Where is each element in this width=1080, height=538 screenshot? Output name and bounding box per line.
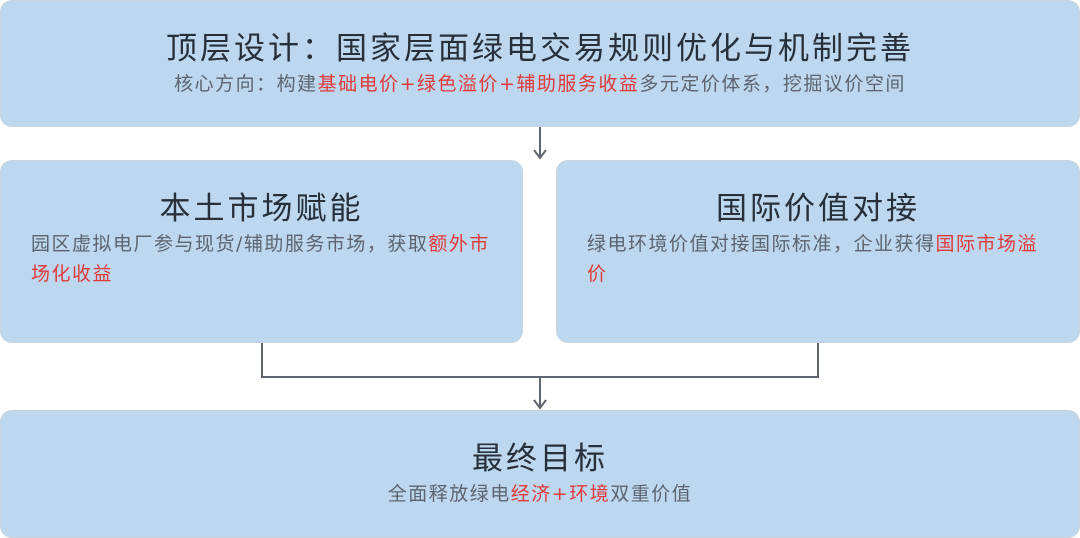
bottom-subtitle: 全面释放绿电经济+环境双重价值 bbox=[1, 479, 1079, 506]
international-value-box: 国际价值对接 绿电环境价值对接国际标准，企业获得国际市场溢价 bbox=[556, 160, 1080, 343]
top-sub-suffix: 多元定价体系，挖掘议价空间 bbox=[639, 73, 906, 95]
left-sub-highlight: 额外市场化收益 bbox=[31, 233, 490, 285]
bottom-sub-prefix: 全面释放绿电 bbox=[387, 483, 511, 505]
right-sub-prefix: 绿电环境价值对接国际标准，企业获得 bbox=[587, 233, 936, 255]
bottom-sub-suffix: 双重价值 bbox=[610, 483, 693, 505]
top-sub-prefix: 核心方向：构建 bbox=[174, 73, 318, 95]
top-level-design-box: 顶层设计：国家层面绿电交易规则优化与机制完善 核心方向：构建基础电价+绿色溢价+… bbox=[0, 0, 1080, 127]
left-sub-prefix: 园区虚拟电厂参与现货/辅助服务市场，获取 bbox=[31, 233, 429, 255]
right-sub-highlight: 国际市场溢价 bbox=[587, 233, 1039, 285]
right-subtitle: 绿电环境价值对接国际标准，企业获得国际市场溢价 bbox=[587, 229, 1051, 289]
arrowhead-bottom bbox=[533, 399, 547, 410]
arrowhead-top bbox=[533, 149, 547, 160]
left-subtitle: 园区虚拟电厂参与现货/辅助服务市场，获取额外市场化收益 bbox=[31, 229, 494, 289]
bottom-sub-highlight: 经济+环境 bbox=[510, 483, 611, 505]
left-title: 本土市场赋能 bbox=[159, 191, 364, 227]
merge-line bbox=[261, 343, 819, 378]
top-title: 顶层设计：国家层面绿电交易规则优化与机制完善 bbox=[166, 31, 914, 67]
final-goal-box: 最终目标 全面释放绿电经济+环境双重价值 bbox=[0, 410, 1080, 538]
top-subtitle: 核心方向：构建基础电价+绿色溢价+辅助服务收益多元定价体系，挖掘议价空间 bbox=[1, 69, 1079, 96]
bottom-title: 最终目标 bbox=[472, 441, 608, 477]
top-sub-highlight: 基础电价+绿色溢价+辅助服务收益 bbox=[317, 73, 640, 95]
local-market-box: 本土市场赋能 园区虚拟电厂参与现货/辅助服务市场，获取额外市场化收益 bbox=[0, 160, 523, 343]
right-title: 国际价值对接 bbox=[716, 191, 920, 227]
